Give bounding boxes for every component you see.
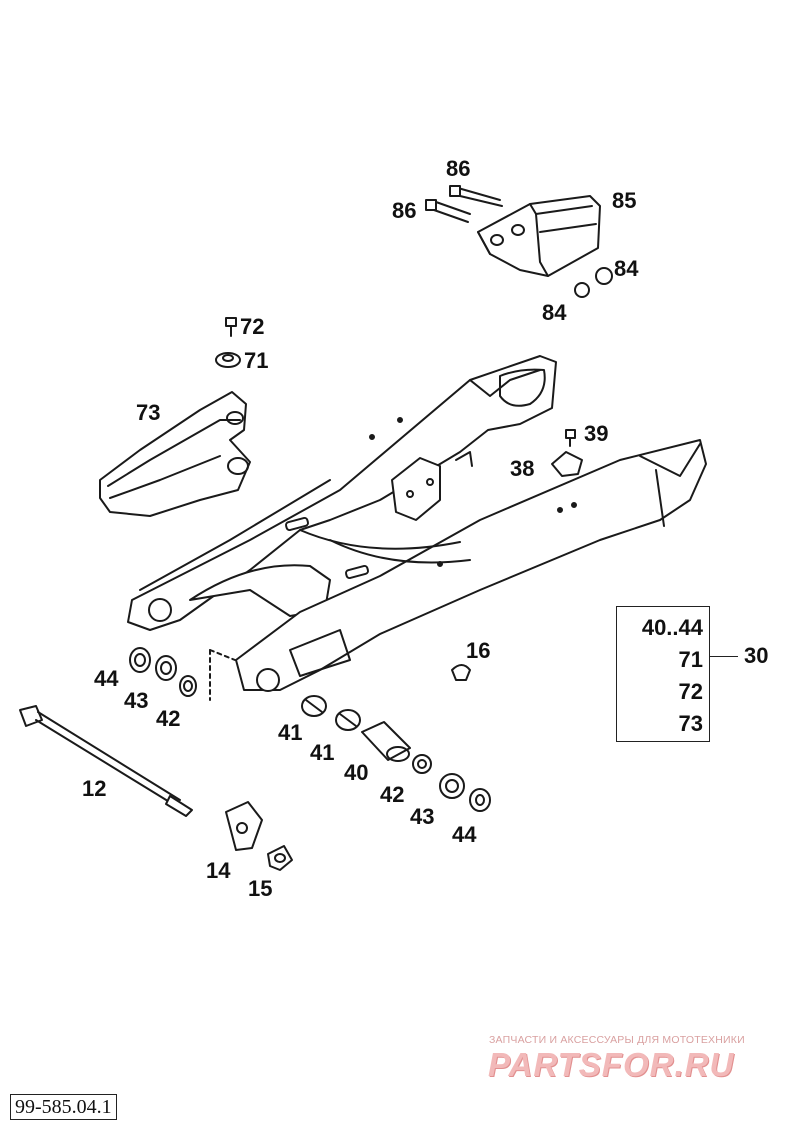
- callout-30: 30: [744, 643, 769, 668]
- chain-guide-85: [477, 195, 601, 277]
- callout-41-upper: 41: [278, 720, 303, 745]
- callout-44-right: 44: [452, 822, 477, 847]
- kit-contents-box: 40..44 71 72 73: [616, 606, 710, 742]
- callout-12: 12: [82, 776, 107, 801]
- callout-84-bottom: 84: [542, 300, 567, 325]
- callout-73: 73: [136, 400, 161, 425]
- bolt-86-upper: [449, 185, 503, 207]
- nut-15: [267, 845, 293, 871]
- kit-row-1: 40..44: [641, 615, 703, 640]
- pivot-parts-left: [129, 647, 236, 701]
- brake-bracket: [391, 451, 473, 521]
- kit-row-3: 72: [678, 679, 703, 704]
- diagram-code: 99-585.04.1: [10, 1094, 117, 1120]
- callout-14: 14: [206, 858, 231, 883]
- kit-row-2: 71: [678, 647, 703, 672]
- callout-86-bottom: 86: [392, 198, 417, 223]
- callout-38: 38: [510, 456, 535, 481]
- callout-16: 16: [466, 638, 491, 663]
- callout-86-top: 86: [446, 156, 471, 181]
- bolt-86-lower: [425, 199, 471, 223]
- cap-16: [451, 664, 471, 681]
- spacers-84: [574, 267, 613, 298]
- callout-39: 39: [584, 421, 609, 446]
- plate-14: [225, 801, 263, 851]
- kit-leader-line: [710, 656, 738, 657]
- clip-38: [551, 451, 583, 477]
- watermark-logo: PARTSFOR.RU: [488, 1046, 735, 1083]
- callout-71: 71: [244, 348, 269, 373]
- watermark-tagline: ЗАПЧАСТИ И АКСЕССУАРЫ ДЛЯ МОТОТЕХНИКИ: [489, 1034, 745, 1046]
- callout-85: 85: [612, 188, 637, 213]
- pivot-axle-12: [19, 705, 193, 817]
- callout-84-right: 84: [614, 256, 639, 281]
- screw-72: [225, 317, 237, 337]
- callout-42-left: 42: [156, 706, 181, 731]
- callout-40: 40: [344, 760, 369, 785]
- callout-41-lower: 41: [310, 740, 335, 765]
- callout-72: 72: [240, 314, 265, 339]
- washer-71: [215, 352, 241, 368]
- callout-44-left: 44: [94, 666, 119, 691]
- pivot-parts-right: [301, 695, 491, 812]
- callout-42-right: 42: [380, 782, 405, 807]
- callout-43-right: 43: [410, 804, 435, 829]
- swingarm-body: [127, 355, 707, 692]
- callout-15: 15: [248, 876, 273, 901]
- kit-row-4: 73: [678, 711, 703, 736]
- screw-39: [565, 429, 576, 447]
- chain-slider-73: [99, 391, 251, 517]
- callout-43-left: 43: [124, 688, 149, 713]
